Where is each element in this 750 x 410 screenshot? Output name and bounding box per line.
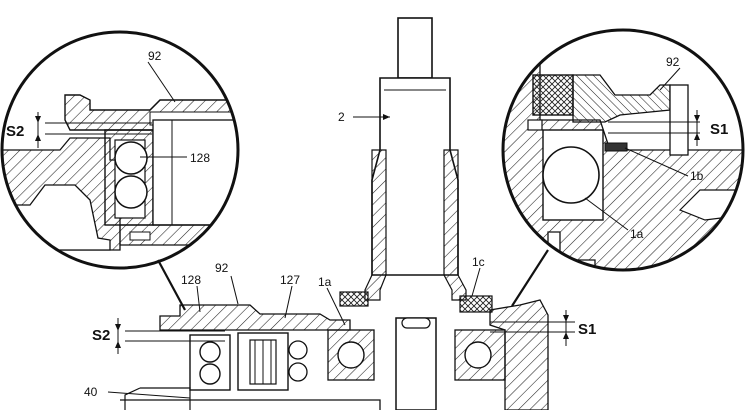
ring-1b-detail: [604, 142, 628, 152]
arrowheads: [35, 114, 700, 348]
label-92-detail-right: 92: [666, 55, 680, 69]
label-s2-main: S2: [92, 327, 110, 344]
label-1c: 1c: [472, 255, 485, 269]
housing-92-main: [159, 304, 351, 331]
detail-circle-left: [0, 30, 240, 270]
bearing-1a-main: [337, 341, 365, 369]
ring-1c-main: [459, 295, 493, 313]
bearing-1a-detail: [542, 146, 600, 204]
shaft-top: [397, 17, 433, 79]
label-s1-main: S1: [578, 321, 596, 338]
label-shaft-2: 2: [338, 110, 345, 124]
leader-lines: [37, 61, 700, 399]
label-1a-detail: 1a: [630, 227, 644, 241]
label-40: 40: [84, 385, 98, 399]
label-s1-detail: S1: [710, 121, 728, 138]
detail-circle-right: [501, 28, 745, 272]
main-assembly: [120, 17, 549, 410]
label-92-detail-left: 92: [148, 49, 162, 63]
label-128-main: 128: [181, 273, 201, 287]
label-92-main: 92: [215, 261, 229, 275]
seal-block-right: [532, 74, 574, 116]
label-128-detail: 128: [190, 151, 210, 165]
label-1b: 1b: [690, 169, 704, 183]
label-s2-detail: S2: [6, 123, 24, 140]
label-1a-main: 1a: [318, 275, 332, 289]
housing-92-detail-right: [572, 74, 671, 123]
label-127-main: 127: [280, 273, 300, 287]
